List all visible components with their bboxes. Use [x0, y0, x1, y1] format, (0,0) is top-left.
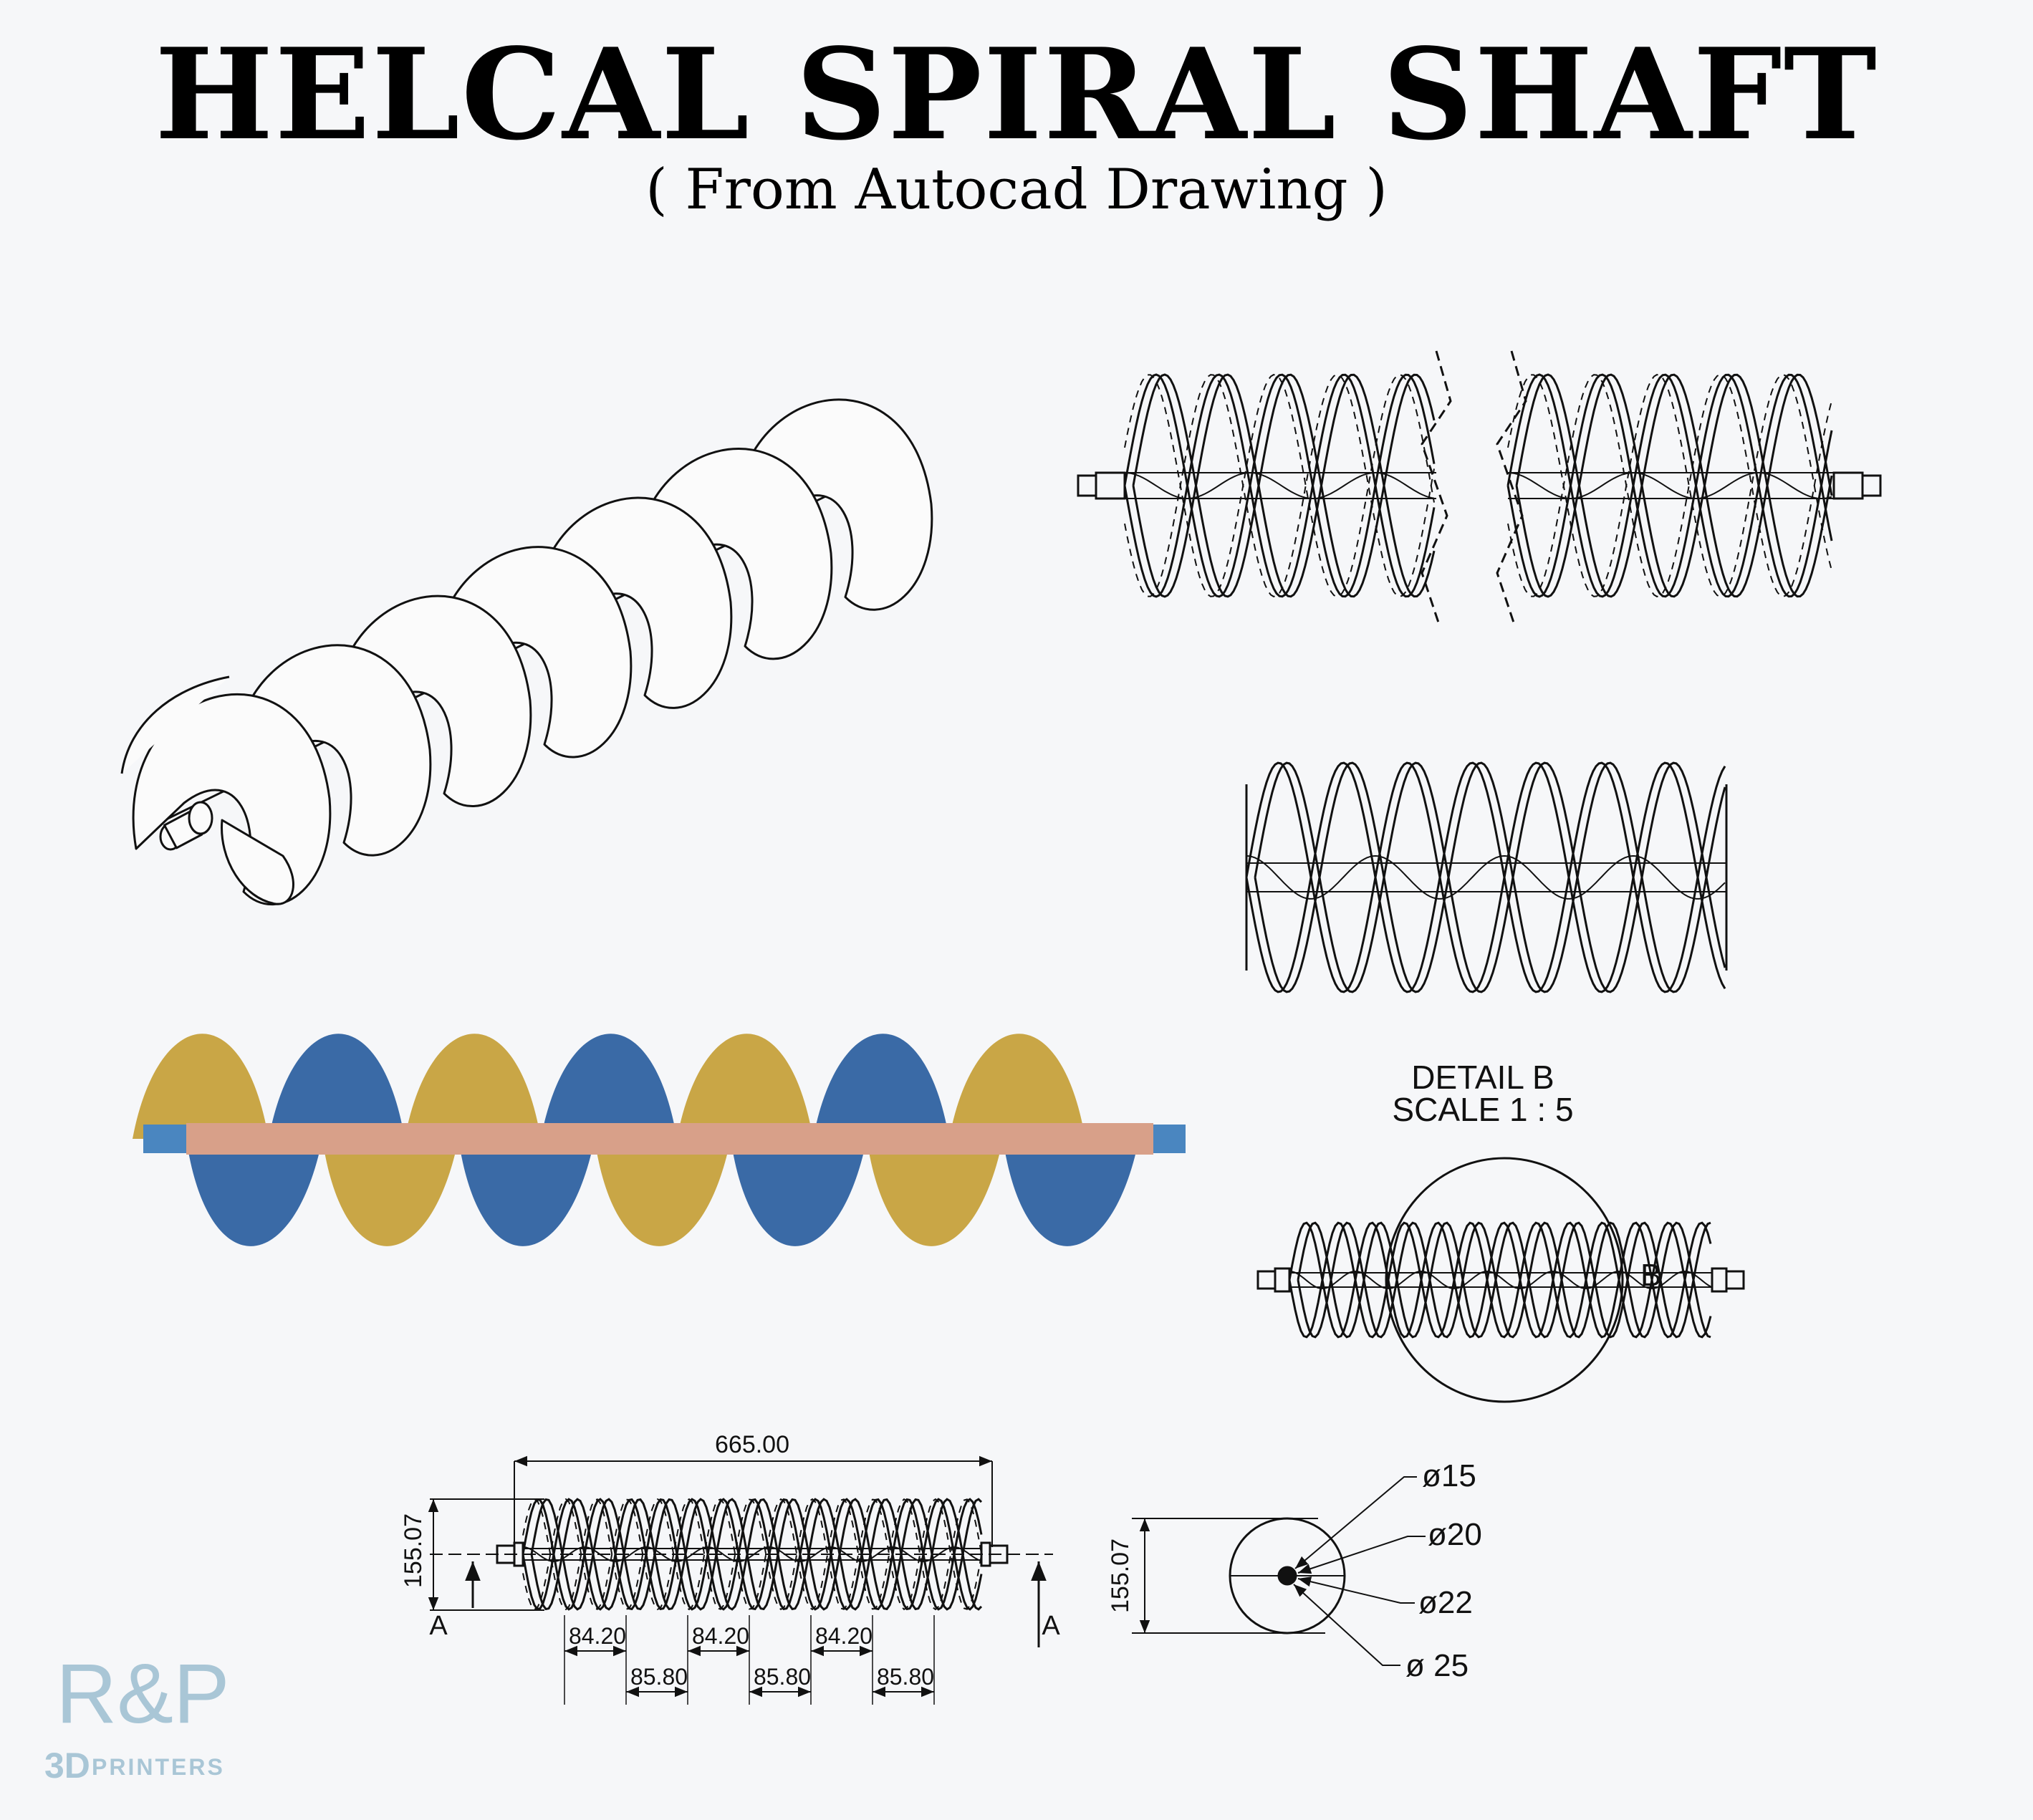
auger-flight [232, 644, 432, 857]
leader-22 [1297, 1576, 1415, 1604]
auger-flight [533, 496, 733, 709]
flight-edge [1515, 373, 1833, 598]
isometric-auger-view [120, 398, 933, 906]
flight-blade-bottom [322, 1139, 458, 1246]
flight-edge [1245, 761, 1726, 993]
pitch-label-b1: 85.80 [630, 1664, 688, 1690]
auger-flight [433, 546, 633, 759]
pitch-label-a1: 84.20 [569, 1623, 626, 1649]
leader-20 [1297, 1536, 1426, 1574]
flight-edge [1245, 761, 1726, 993]
flight-blade-bottom [458, 1139, 595, 1246]
detail-elevation-view [1245, 761, 1728, 993]
auger-front-lip [120, 675, 230, 774]
shaft-section [1277, 1566, 1297, 1586]
dim-height-front: 155.07 [400, 1513, 427, 1588]
shaft-stub [1095, 471, 1126, 500]
detail-circle [1385, 1157, 1624, 1403]
flight-edge [1132, 373, 1436, 598]
shaft-body [186, 1123, 1153, 1155]
flight-edge [1123, 373, 1436, 598]
flight-edge [1123, 373, 1436, 598]
shaft-stub [1274, 1267, 1291, 1293]
rendered-auger-view [133, 1034, 1186, 1246]
flight-edge [1288, 1221, 1712, 1339]
auger-flight [633, 448, 833, 660]
dim-overall-length: 665.00 [715, 1431, 789, 1458]
flight-blade-bottom [1003, 1139, 1139, 1246]
shaft-journal [1077, 474, 1097, 497]
hidden-edge [1507, 373, 1832, 598]
hidden-edge [1124, 373, 1435, 598]
leader-25 [1293, 1584, 1400, 1666]
shaft-journal [1861, 474, 1882, 497]
page-title: HELCAL SPIRAL SHAFT [155, 21, 1878, 168]
flight-blade-top [541, 1034, 677, 1139]
flight-blade-top [813, 1034, 949, 1139]
flight-blade-top [949, 1034, 1085, 1139]
logo-prefix: 3D [44, 1746, 90, 1786]
hidden-edge [1507, 373, 1832, 598]
flight-blade-bottom [731, 1139, 867, 1246]
shaft-helix [1246, 854, 1726, 900]
page-subtitle: ( From Autocad Drawing ) [645, 158, 1388, 222]
auger-flight [734, 398, 933, 611]
detail-scale: SCALE 1 : 5 [1392, 1091, 1573, 1128]
section-a-view [1132, 1476, 1426, 1666]
shaft-end-right [1153, 1125, 1186, 1153]
shaft-journal [1256, 1270, 1277, 1290]
flight-blade-top [405, 1034, 541, 1139]
brand-logo: R&P 3D PRINTERS [44, 1647, 230, 1786]
flight-edge [1297, 1221, 1711, 1339]
shaft-journal [1725, 1270, 1745, 1290]
flight-edge [1254, 761, 1726, 993]
pitch-label-a2: 84.20 [692, 1623, 749, 1649]
shaft-helix [1507, 471, 1832, 500]
detail-marker: B [1640, 1258, 1661, 1293]
leader-15 [1294, 1476, 1417, 1569]
dim-height-section: 155.07 [1107, 1539, 1134, 1613]
pitch-label-b2: 85.80 [754, 1664, 811, 1690]
flight-edge [1254, 761, 1726, 993]
section-label-right: A [1042, 1611, 1060, 1641]
shaft-end [188, 801, 213, 835]
hidden-edge [522, 1498, 982, 1611]
shaft-stub [1832, 471, 1864, 500]
hidden-edge [1124, 373, 1435, 598]
flight-blade-top [133, 1034, 269, 1139]
logo-word: PRINTERS [92, 1754, 225, 1780]
detail-title: DETAIL B [1411, 1059, 1554, 1096]
flight-edge [1132, 373, 1436, 598]
flight-blade-bottom [595, 1139, 731, 1246]
dim-diameter-22: ø22 [1418, 1585, 1473, 1620]
broken-elevation-view [1077, 350, 1882, 627]
dim-diameter-25: ø 25 [1405, 1648, 1469, 1683]
shaft-end-left [143, 1125, 186, 1153]
pitch-label-b3: 85.80 [877, 1664, 934, 1690]
pitch-label-a3: 84.20 [815, 1623, 873, 1649]
flight-edge [1506, 373, 1833, 598]
dim-diameter-15: ø15 [1422, 1458, 1476, 1493]
shaft-stub [1711, 1267, 1728, 1293]
hidden-edge [522, 1498, 982, 1611]
logo-mark: R&P [56, 1647, 230, 1741]
detail-b-view [1256, 1157, 1745, 1403]
flight-blade-top [269, 1034, 405, 1139]
section-label-left: A [429, 1611, 448, 1641]
shaft-helix [1124, 471, 1435, 500]
dimensioned-front-view [428, 1455, 1053, 1705]
flight-edge [1297, 1221, 1711, 1339]
auger-flight [332, 594, 532, 807]
flight-edge [1515, 373, 1833, 598]
flight-blade-top [677, 1034, 813, 1139]
flight-edge [1506, 373, 1833, 598]
flight-blade-bottom [867, 1139, 1003, 1246]
auger-tail-flight [221, 819, 294, 905]
dim-diameter-20: ø20 [1428, 1517, 1482, 1552]
flight-blade-bottom [186, 1139, 322, 1246]
